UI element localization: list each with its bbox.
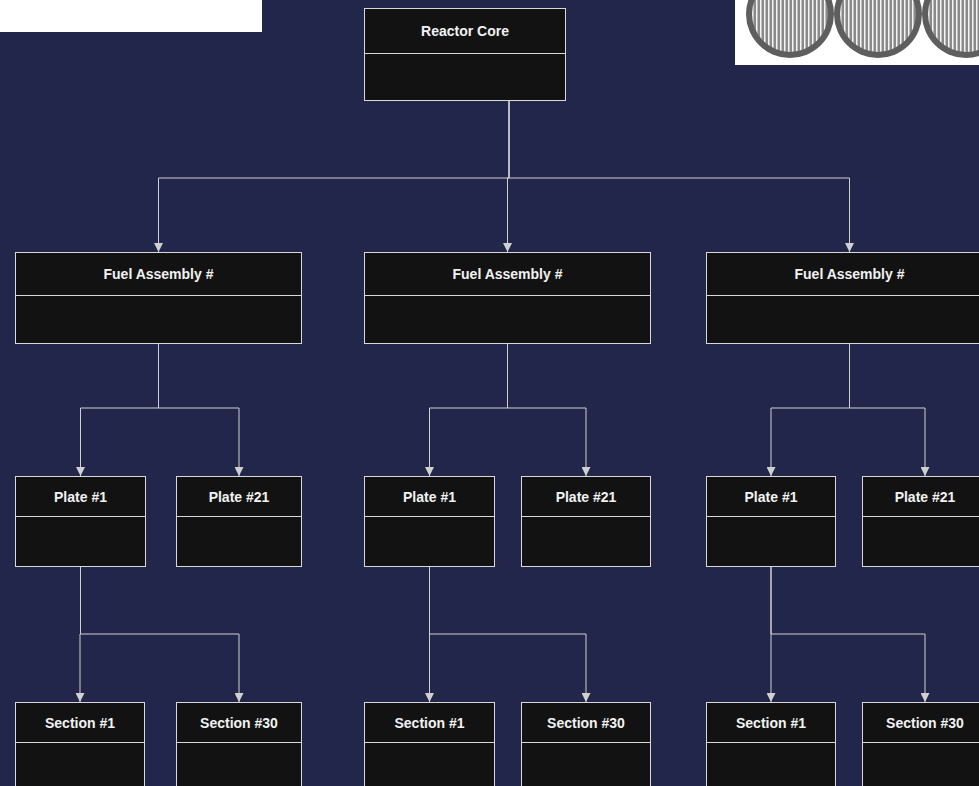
box-title: Section #1 xyxy=(736,715,806,731)
box-header: Section #1 xyxy=(365,703,494,743)
box-title: Plate #21 xyxy=(556,489,617,505)
connector-arrow xyxy=(771,344,850,476)
connector-arrow xyxy=(508,344,587,476)
connector-arrow xyxy=(159,344,240,476)
box-header: Plate #1 xyxy=(16,477,145,517)
box-title: Reactor Core xyxy=(421,23,509,39)
box-title: Fuel Assembly # xyxy=(453,266,563,282)
box-title: Plate #1 xyxy=(745,489,798,505)
box-title: Section #30 xyxy=(200,715,278,731)
hierarchy-box: Section #1 xyxy=(364,702,495,786)
box-header: Fuel Assembly # xyxy=(365,253,650,296)
box-title: Plate #21 xyxy=(895,489,956,505)
box-title: Fuel Assembly # xyxy=(104,266,214,282)
fuel-plate-picture xyxy=(735,0,979,65)
connector-arrow xyxy=(509,101,850,252)
hierarchy-box: Section #1 xyxy=(706,702,836,786)
box-header: Reactor Core xyxy=(365,9,565,54)
box-header: Section #1 xyxy=(16,703,144,743)
box-header: Plate #1 xyxy=(707,477,835,517)
hierarchy-box: Section #30 xyxy=(176,702,302,786)
connector-arrow xyxy=(850,344,926,476)
hierarchy-box: Plate #1 xyxy=(706,476,836,567)
hierarchy-box: Plate #1 xyxy=(15,476,146,567)
box-header: Plate #21 xyxy=(177,477,301,517)
box-header: Fuel Assembly # xyxy=(16,253,301,296)
hierarchy-box: Section #1 xyxy=(15,702,145,786)
box-title: Section #30 xyxy=(547,715,625,731)
box-title: Section #1 xyxy=(45,715,115,731)
hierarchy-box: Section #30 xyxy=(862,702,979,786)
hierarchy-box: Section #30 xyxy=(521,702,651,786)
hierarchy-box: Fuel Assembly # xyxy=(15,252,302,344)
connector-arrow xyxy=(81,567,240,702)
hierarchy-box: Plate #21 xyxy=(521,476,651,567)
connector-arrow xyxy=(771,567,925,702)
box-header: Section #1 xyxy=(707,703,835,743)
box-header: Fuel Assembly # xyxy=(707,253,979,296)
box-header: Section #30 xyxy=(863,703,979,743)
hierarchy-box: Plate #21 xyxy=(176,476,302,567)
connector-arrow xyxy=(430,567,587,702)
white-panel xyxy=(0,0,262,32)
box-header: Section #30 xyxy=(522,703,650,743)
box-title: Plate #1 xyxy=(54,489,107,505)
connector-arrow xyxy=(430,344,508,476)
hierarchy-box: Plate #21 xyxy=(862,476,979,567)
hierarchy-box: Fuel Assembly # xyxy=(706,252,979,344)
box-title: Plate #21 xyxy=(209,489,270,505)
box-header: Section #30 xyxy=(177,703,301,743)
box-title: Section #1 xyxy=(394,715,464,731)
connector-arrow xyxy=(159,101,510,252)
box-title: Fuel Assembly # xyxy=(795,266,905,282)
box-header: Plate #21 xyxy=(863,477,979,517)
hierarchy-box: Fuel Assembly # xyxy=(364,252,651,344)
box-title: Plate #1 xyxy=(403,489,456,505)
hierarchy-box: Reactor Core xyxy=(364,8,566,101)
box-title: Section #30 xyxy=(886,715,964,731)
box-header: Plate #1 xyxy=(365,477,494,517)
hierarchy-box: Plate #1 xyxy=(364,476,495,567)
box-header: Plate #21 xyxy=(522,477,650,517)
connector-arrow xyxy=(81,344,159,476)
